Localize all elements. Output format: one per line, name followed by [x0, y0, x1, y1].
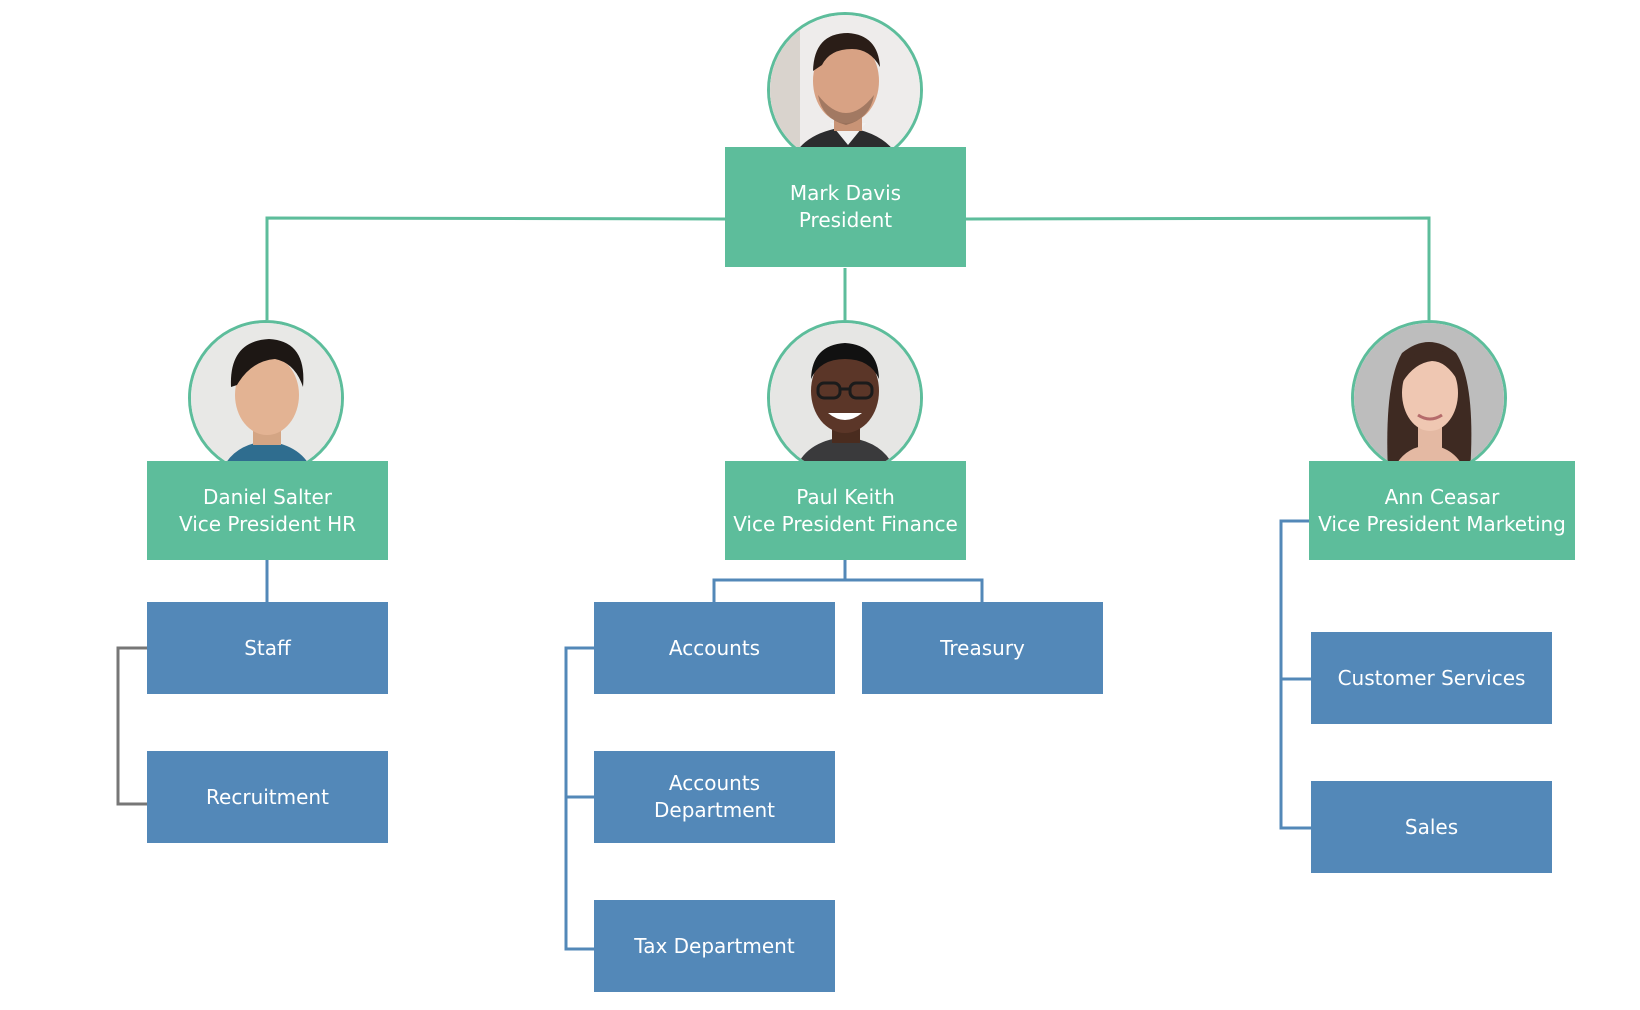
treasury-label: Treasury [940, 635, 1025, 660]
president-photo [767, 12, 923, 168]
accounts-department-label-line1: Accounts [668, 771, 761, 795]
recruitment-box[interactable]: Recruitment [147, 751, 388, 843]
vp-finance-title: Vice President Finance [733, 511, 958, 536]
staff-box[interactable]: Staff [147, 602, 388, 694]
vp-hr-card[interactable]: Daniel Salter Vice President HR [147, 461, 388, 560]
customer-services-label: Customer Services [1337, 665, 1526, 690]
vp-marketing-card[interactable]: Ann Ceasar Vice President Marketing [1309, 461, 1575, 560]
accounts-department-label-line2: Department [653, 798, 776, 822]
man-portrait-icon [770, 15, 920, 165]
vp-hr-name: Daniel Salter [203, 484, 332, 509]
vp-marketing-name: Ann Ceasar [1384, 484, 1500, 509]
president-name: Mark Davis [789, 181, 902, 205]
president-title: President [798, 208, 893, 232]
connector-finance-treasury [845, 578, 984, 602]
sales-box[interactable]: Sales [1311, 781, 1552, 873]
vp-marketing-title: Vice President Marketing [1318, 511, 1566, 536]
vp-hr-title: Vice President HR [178, 511, 357, 536]
connector-president-marketing [965, 216, 1431, 320]
accounts-label: Accounts [668, 635, 761, 660]
customer-services-box[interactable]: Customer Services [1311, 632, 1552, 724]
man-with-glasses-portrait-icon [770, 323, 920, 473]
connector-finance-accounts-treasury [712, 560, 847, 602]
young-man-portrait-icon [191, 323, 341, 473]
vp-finance-name: Paul Keith [796, 484, 895, 509]
vp-hr-photo [188, 320, 344, 476]
staff-label: Staff [244, 635, 291, 660]
vp-finance-card[interactable]: Paul Keith Vice President Finance [725, 461, 966, 560]
connector-staff-recruitment [116, 646, 147, 806]
treasury-box[interactable]: Treasury [862, 602, 1103, 694]
president-card[interactable]: Mark Davis President [725, 147, 966, 267]
accounts-box[interactable]: Accounts [594, 602, 835, 694]
sales-label: Sales [1404, 814, 1459, 839]
tax-department-box[interactable]: Tax Department [594, 900, 835, 992]
tax-department-label: Tax Department [634, 933, 795, 958]
connector-marketing-departments [1279, 519, 1311, 830]
accounts-department-box[interactable]: Accounts Department [594, 751, 835, 843]
vp-finance-photo [767, 320, 923, 476]
recruitment-label: Recruitment [206, 784, 329, 809]
vp-marketing-photo [1351, 320, 1507, 476]
woman-portrait-icon [1354, 323, 1504, 473]
connector-president-hr [265, 216, 726, 320]
